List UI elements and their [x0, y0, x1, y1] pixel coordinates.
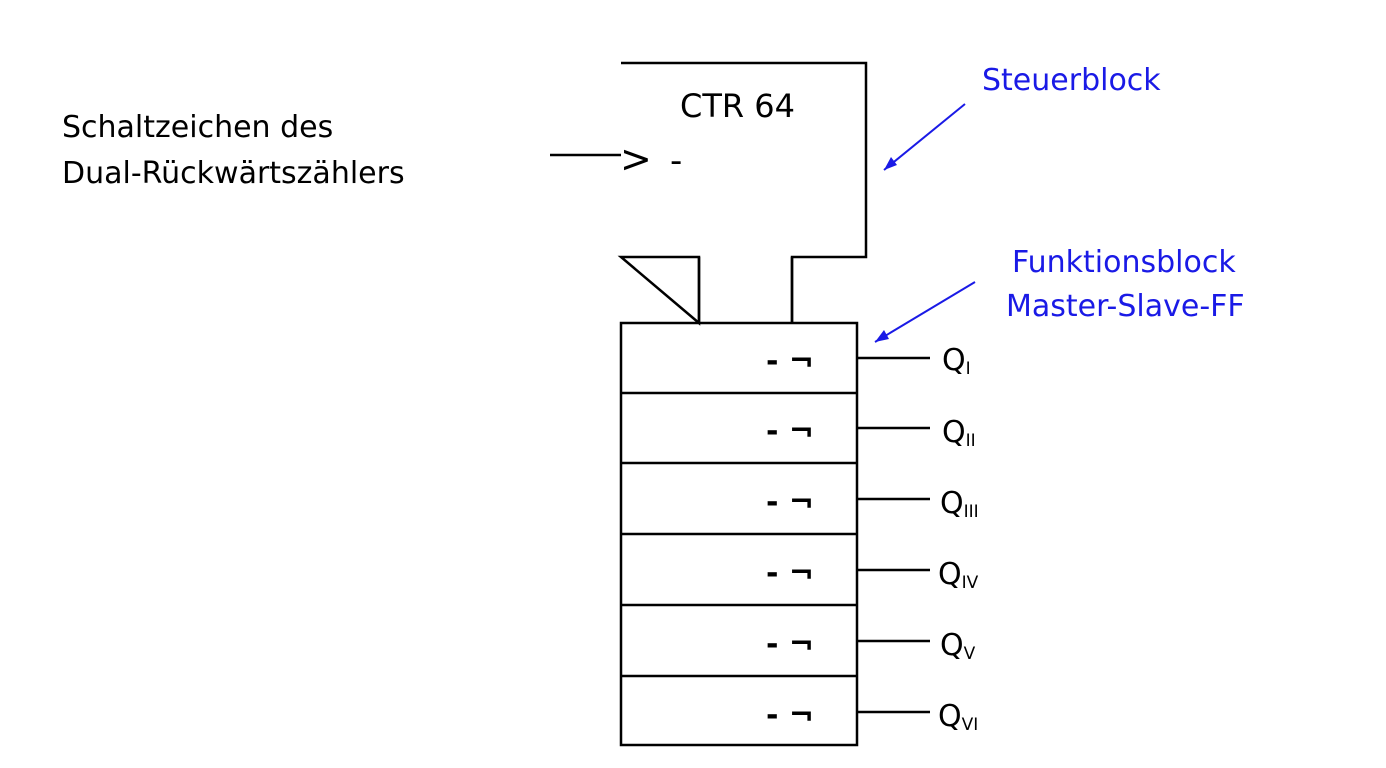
- flipflop-row: - ¬ QIV: [766, 556, 979, 593]
- control-block-arrow-line: [883, 103, 966, 171]
- flipflop-inner-symbol: - ¬: [766, 556, 814, 591]
- flipflop-output-q: QIII: [940, 486, 979, 522]
- function-block-arrow-line: [874, 281, 976, 343]
- flipflop-output-q: QV: [940, 628, 976, 664]
- flipflop-inner-symbol: - ¬: [766, 627, 814, 662]
- function-block-label-2: Master-Slave-FF: [1006, 289, 1245, 324]
- flipflop-row: - ¬ QV: [766, 627, 976, 664]
- flipflop-output-q: QVI: [938, 699, 978, 735]
- flipflop-inner-symbol: - ¬: [766, 485, 814, 520]
- flipflop-inner-symbol: - ¬: [766, 414, 814, 449]
- flipflop-row: - ¬ QII: [766, 414, 976, 451]
- caption-line-2: Dual-Rückwärtszählers: [62, 156, 405, 191]
- flipflop-inner-symbol: - ¬: [766, 698, 814, 733]
- flipflop-output-q: QI: [942, 343, 971, 379]
- control-block-label: Steuerblock: [982, 63, 1161, 98]
- flipflop-stack: - ¬ QI - ¬ QII - ¬ QIII - ¬ QIV - ¬ QV: [619, 321, 979, 747]
- flipflop-output-q: QIV: [938, 557, 979, 593]
- flipflop-row: - ¬ QI: [766, 343, 971, 379]
- flipflop-inner-symbol: - ¬: [766, 344, 814, 379]
- clock-symbol: >: [620, 137, 652, 181]
- control-block-title: CTR 64: [680, 87, 795, 125]
- control-minus-symbol: -: [670, 141, 682, 181]
- function-block-label-1: Funktionsblock: [1012, 245, 1236, 280]
- control-block-arrow-head: [884, 157, 897, 170]
- flipflop-row: - ¬ QVI: [766, 698, 978, 735]
- function-block-arrow-head: [875, 330, 889, 342]
- flipflop-row: - ¬ QIII: [766, 485, 979, 522]
- caption-line-1: Schaltzeichen des: [62, 110, 333, 145]
- flipflop-output-q: QII: [942, 415, 976, 451]
